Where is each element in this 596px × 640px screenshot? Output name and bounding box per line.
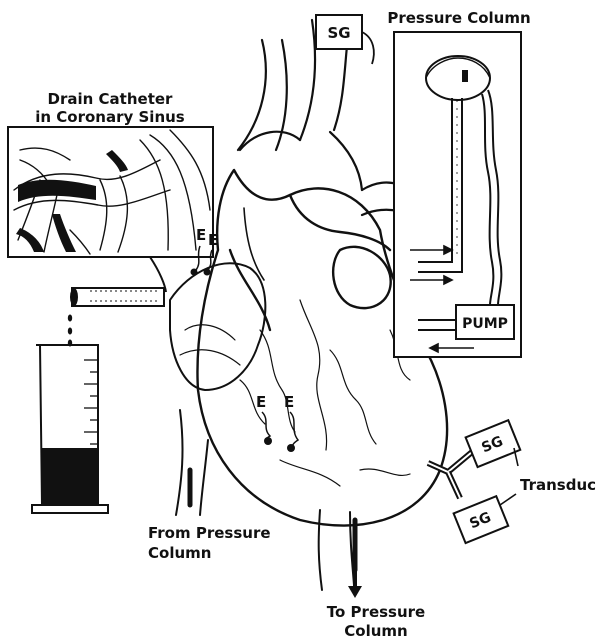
transducers-label: Transducers	[520, 476, 596, 494]
to-pressure-column-line1: To Pressure	[327, 603, 425, 621]
electrode-label: E	[284, 393, 294, 411]
transducers: SG SG Transducers	[428, 420, 596, 543]
drain-catheter-label-line1: Drain Catheter	[48, 90, 174, 108]
pressure-column-title: Pressure Column	[387, 9, 530, 27]
drain-catheter	[68, 288, 164, 347]
electrodes-lower: E E	[256, 393, 298, 452]
graduated-cylinder	[32, 345, 108, 513]
coronary-sinus-inset: Drain Catheter in Coronary Sinus	[8, 90, 213, 292]
drain-catheter-label-line2: in Coronary Sinus	[35, 108, 185, 126]
pump-label: PUMP	[462, 316, 508, 332]
pressure-column-box: Pressure Column PUMP	[387, 9, 530, 357]
to-pressure-column-line2: Column	[344, 622, 407, 640]
from-pressure-column-line1: From Pressure	[148, 524, 271, 542]
electrode-label: E	[256, 393, 266, 411]
to-pressure-column-arrow	[348, 565, 362, 598]
electrode-label: E	[196, 226, 206, 244]
right-atrium	[170, 263, 265, 390]
sg-top-label: SG	[327, 24, 350, 42]
inflow-vessels	[176, 410, 355, 590]
electrode-label: E	[208, 231, 218, 249]
from-pressure-column-line2: Column	[148, 544, 211, 562]
